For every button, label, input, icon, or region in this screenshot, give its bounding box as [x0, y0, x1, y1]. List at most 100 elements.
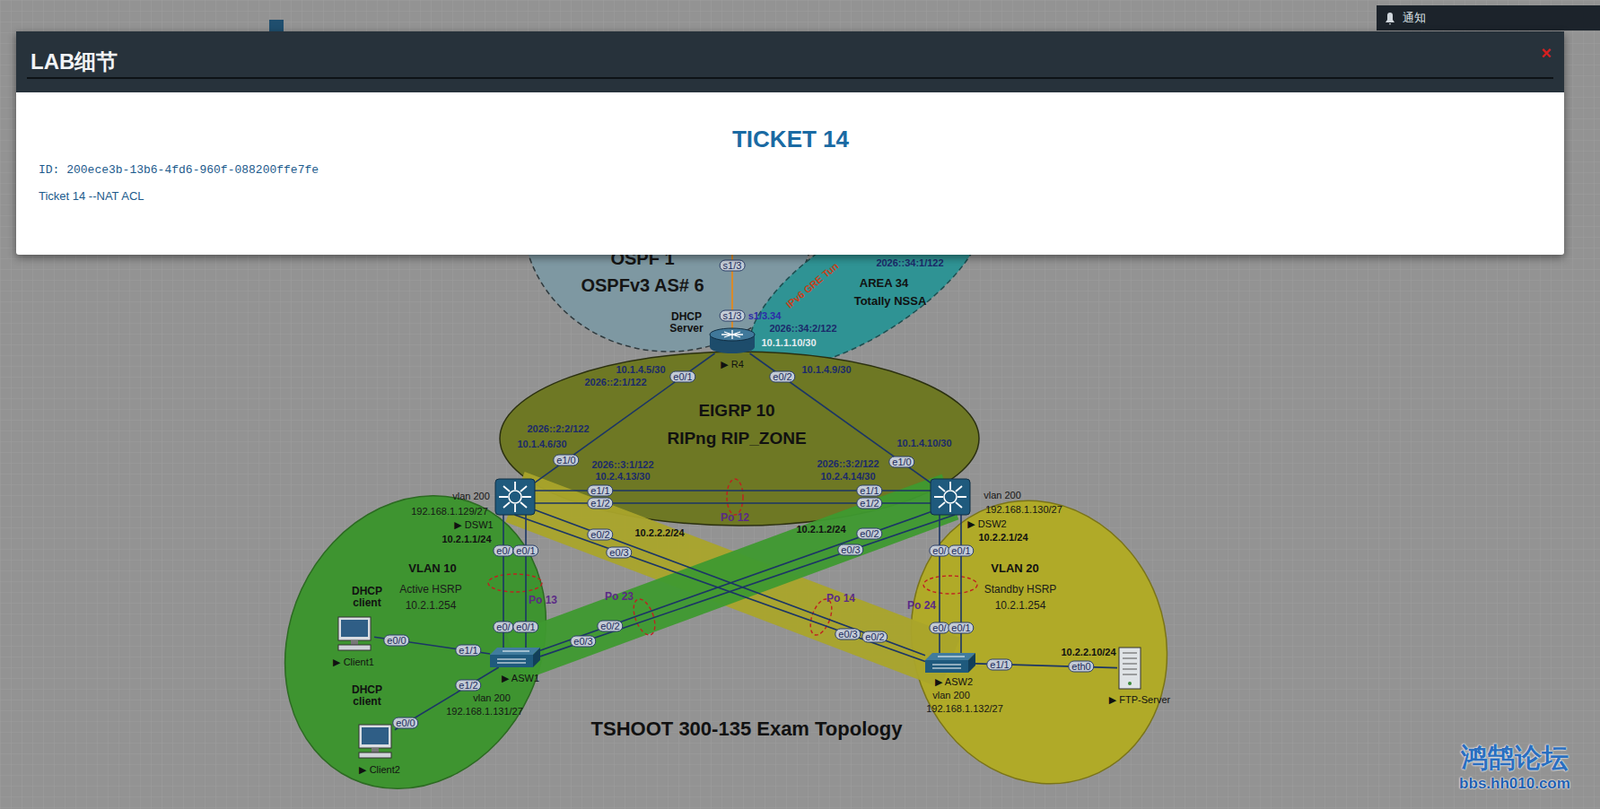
port-label: e0/2: [856, 528, 883, 541]
port-label: e0/3: [569, 636, 596, 648]
port-channel-label: Po 24: [907, 600, 936, 613]
address-label: 10.2.1.2/24: [795, 524, 846, 535]
node-text: 10.2.1.254: [405, 600, 457, 613]
access-switch: ▶ ASW1: [489, 647, 541, 668]
port-label: e0/0: [383, 635, 410, 647]
address-label: 2026::3:2/122: [816, 458, 879, 470]
vlan-label: vlan 200: [452, 490, 490, 502]
port-label: e1/1: [986, 659, 1013, 672]
client-pc: ▶ Client2: [355, 725, 395, 760]
node-title: ▶ DSW1: [454, 519, 493, 531]
address-label: 2026::34:2/122: [769, 323, 837, 334]
port-label: e1/1: [454, 645, 481, 657]
close-button: ×: [1540, 43, 1552, 63]
vlan-label: 192.168.1.132/27: [926, 703, 1004, 715]
address-label: 10.2.2.2/24: [634, 527, 684, 539]
router-device: ▶ R4: [709, 328, 755, 354]
node-title: ▶ R4: [720, 358, 744, 370]
address-label: 10.2.1.1/24: [441, 533, 491, 545]
port-label: e0/1: [512, 621, 539, 634]
role-label: DHCP Server: [665, 311, 708, 335]
vlan-label: 192.168.1.130/27: [985, 504, 1063, 516]
vlan-label: vlan 200: [932, 690, 971, 701]
node-title: VLAN 10: [408, 562, 456, 576]
port-label: e1/1: [856, 485, 883, 498]
port-label: e0/2: [769, 371, 796, 384]
port-label: e0/: [492, 621, 514, 634]
port-label: e1/2: [856, 498, 883, 510]
device-icon: [269, 19, 284, 33]
address-label: 10.2.4.13/30: [594, 471, 650, 482]
port-label: e0/1: [947, 622, 974, 635]
address-label: 2026::3:1/122: [591, 459, 654, 471]
address-label: 2026::2:1/122: [584, 376, 647, 388]
node-text: Ticket 14 --NAT ACL: [38, 190, 145, 203]
network-link: [515, 515, 926, 662]
node-title: ▶ FTP-Server: [1109, 694, 1171, 706]
node-text: Standby HSRP: [984, 584, 1058, 596]
port-label: e1/0: [552, 454, 579, 467]
device-icon: [334, 617, 375, 652]
address-label: 10.1.4.9/30: [801, 364, 851, 376]
node-text: RIPng RIP_ZONE: [666, 429, 806, 449]
port-label: e0/1: [947, 545, 974, 558]
port-label: e1/2: [454, 680, 481, 692]
node-title: EIGRP 10: [698, 402, 775, 421]
device-icon: [489, 647, 541, 668]
port-label: s1/3: [719, 310, 746, 323]
port-label: e0/2: [586, 529, 613, 542]
device-icon: [925, 653, 976, 674]
device-icon: [709, 328, 755, 354]
device-icon: [930, 479, 971, 516]
channel-band: [515, 497, 951, 658]
subinterface-label: s1/3.34: [748, 310, 782, 322]
watermark: bbs.hh010.com: [1459, 776, 1571, 794]
port-label: e0/0: [392, 717, 419, 730]
node-title: ▶ Client1: [332, 656, 375, 668]
node-text: 10.2.1.254: [995, 600, 1047, 613]
watermark: 鸿鹄论坛: [1460, 743, 1569, 773]
port-label: e1/2: [586, 498, 613, 510]
node-text: TICKET 14: [732, 126, 849, 153]
address-label: 10.1.4.10/30: [896, 437, 952, 449]
node-text: ID: 200ece3b-13b6-4fd6-960f-088200ffe7fe: [38, 164, 319, 177]
port-label: e0/2: [596, 620, 623, 633]
port-label: e0/: [928, 622, 950, 635]
address-label: 10.2.4.14/30: [820, 471, 875, 482]
port-label: e0/3: [837, 544, 864, 557]
device-icon: [1117, 647, 1143, 690]
port-channel-label: Po 13: [528, 594, 558, 607]
port-channel-label: Po 23: [604, 591, 634, 604]
address-label: 10.2.2.10/24: [1060, 646, 1116, 658]
network-link: [540, 515, 955, 657]
node-title: AREA 34: [859, 277, 909, 290]
lab-detail-dialog: LAB细节 TICKET 14 ID: 200ece3b-13b6-4fd6-960…: [16, 31, 1565, 255]
role-label: DHCP client: [346, 585, 388, 610]
vlan-label: vlan 200: [472, 692, 511, 704]
access-switch: ▶ ASW2: [925, 653, 976, 674]
address-label: 10.1.4.5/30: [615, 364, 665, 376]
node-title: ▶ DSW2: [967, 518, 1006, 530]
port-label: eth0: [1067, 661, 1094, 674]
node-text: OSPFv3 AS# 6: [580, 275, 704, 296]
port-channel-label: Po 12: [720, 512, 750, 525]
address-label: 10.2.2.1/24: [978, 532, 1028, 543]
multilayer-switch: ▶ DSW1: [495, 479, 535, 516]
node-text: Totally NSSA: [854, 295, 927, 308]
port-channel-label: Po 14: [826, 593, 856, 605]
vlan-label: vlan 200: [983, 489, 1022, 501]
port-label: e1/0: [888, 456, 915, 469]
port-label: e0/: [492, 545, 514, 558]
diagram-title: TSHOOT 300-135 Exam Topology: [591, 718, 903, 741]
node-title: LAB细节: [30, 50, 118, 74]
client-pc: ▶ Client1: [334, 617, 375, 652]
node-title: ▶ ASW2: [935, 676, 973, 688]
node-title: ▶ Client2: [358, 764, 401, 776]
node-title: ▶ ASW1: [501, 673, 540, 684]
address-label: 10.1.4.6/30: [516, 438, 567, 450]
device-icon: [495, 479, 535, 516]
device-icon: [1376, 5, 1600, 31]
node-text: Active HSRP: [399, 584, 462, 596]
port-label: s1/3: [719, 260, 746, 272]
address-label: 10.1.1.10/30: [760, 337, 816, 349]
